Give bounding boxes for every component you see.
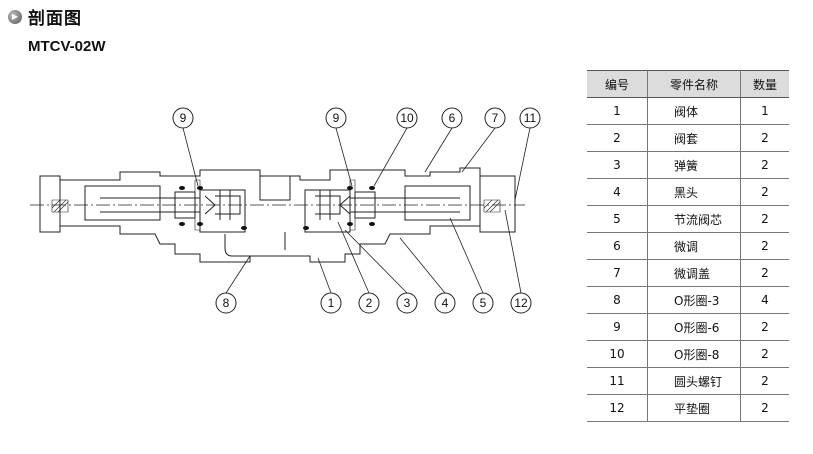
callout-4: 4	[442, 296, 449, 310]
part-number: 5	[587, 205, 648, 233]
header-quantity: 数量	[740, 70, 789, 98]
part-number: 1	[587, 97, 648, 125]
callout-1: 1	[328, 296, 335, 310]
part-name: 节流阀芯	[647, 205, 741, 233]
part-qty: 2	[740, 205, 789, 233]
hatched-sections	[51, 179, 501, 231]
part-qty: 2	[740, 340, 789, 368]
callout-8: 8	[223, 296, 230, 310]
callout-3: 3	[404, 296, 411, 310]
part-qty: 1	[740, 97, 789, 125]
part-number: 10	[587, 340, 648, 368]
part-qty: 2	[740, 367, 789, 395]
part-qty: 2	[740, 151, 789, 179]
parts-table-header: 编号 零件名称 数量	[587, 70, 789, 98]
header-part-name: 零件名称	[647, 70, 741, 98]
valve-body-outline	[39, 167, 516, 263]
cross-section-drawing: 9 9 10 6 7 11 8 1 2 3 4 5 12	[30, 107, 541, 314]
part-name: O形圈-3	[647, 286, 741, 314]
o-ring-marks	[179, 186, 375, 230]
part-name: 微调盖	[647, 259, 741, 287]
part-number: 9	[587, 313, 648, 341]
part-name: O形圈-6	[647, 313, 741, 341]
part-number: 4	[587, 178, 648, 206]
leader-lines	[182, 127, 531, 294]
part-name: 微调	[647, 232, 741, 260]
part-number: 11	[587, 367, 648, 395]
part-number: 7	[587, 259, 648, 287]
callout-11: 11	[524, 111, 537, 125]
part-name: 阀体	[647, 97, 741, 125]
section-header: ▶ 剖面图	[8, 4, 82, 29]
callout-12: 12	[514, 296, 528, 310]
callout-2: 2	[366, 296, 373, 310]
part-qty: 2	[740, 178, 789, 206]
part-number: 2	[587, 124, 648, 152]
model-number: MTCV-02W	[28, 38, 106, 55]
callout-9-left: 9	[180, 111, 187, 125]
part-name: O形圈-8	[647, 340, 741, 368]
callout-5: 5	[480, 296, 487, 310]
part-qty: 2	[740, 259, 789, 287]
callout-group-bottom	[215, 292, 532, 314]
part-name: 平垫圈	[647, 394, 741, 422]
part-qty: 2	[740, 124, 789, 152]
callout-10: 10	[400, 111, 414, 125]
part-number: 3	[587, 151, 648, 179]
part-number: 12	[587, 394, 648, 422]
part-name: 黑头	[647, 178, 741, 206]
part-name: 阀套	[647, 124, 741, 152]
part-qty: 2	[740, 394, 789, 422]
part-qty: 4	[740, 286, 789, 314]
header-number: 编号	[587, 70, 648, 98]
callout-6: 6	[449, 111, 456, 125]
section-title: 剖面图	[28, 9, 82, 29]
part-number: 8	[587, 286, 648, 314]
callout-9-right: 9	[333, 111, 340, 125]
callout-group-top	[172, 107, 541, 129]
part-qty: 2	[740, 313, 789, 341]
play-bullet-icon: ▶	[8, 9, 22, 24]
part-qty: 2	[740, 232, 789, 260]
part-name: 圆头螺钉	[647, 367, 741, 395]
part-number: 6	[587, 232, 648, 260]
part-name: 弹簧	[647, 151, 741, 179]
callout-7: 7	[492, 111, 499, 125]
